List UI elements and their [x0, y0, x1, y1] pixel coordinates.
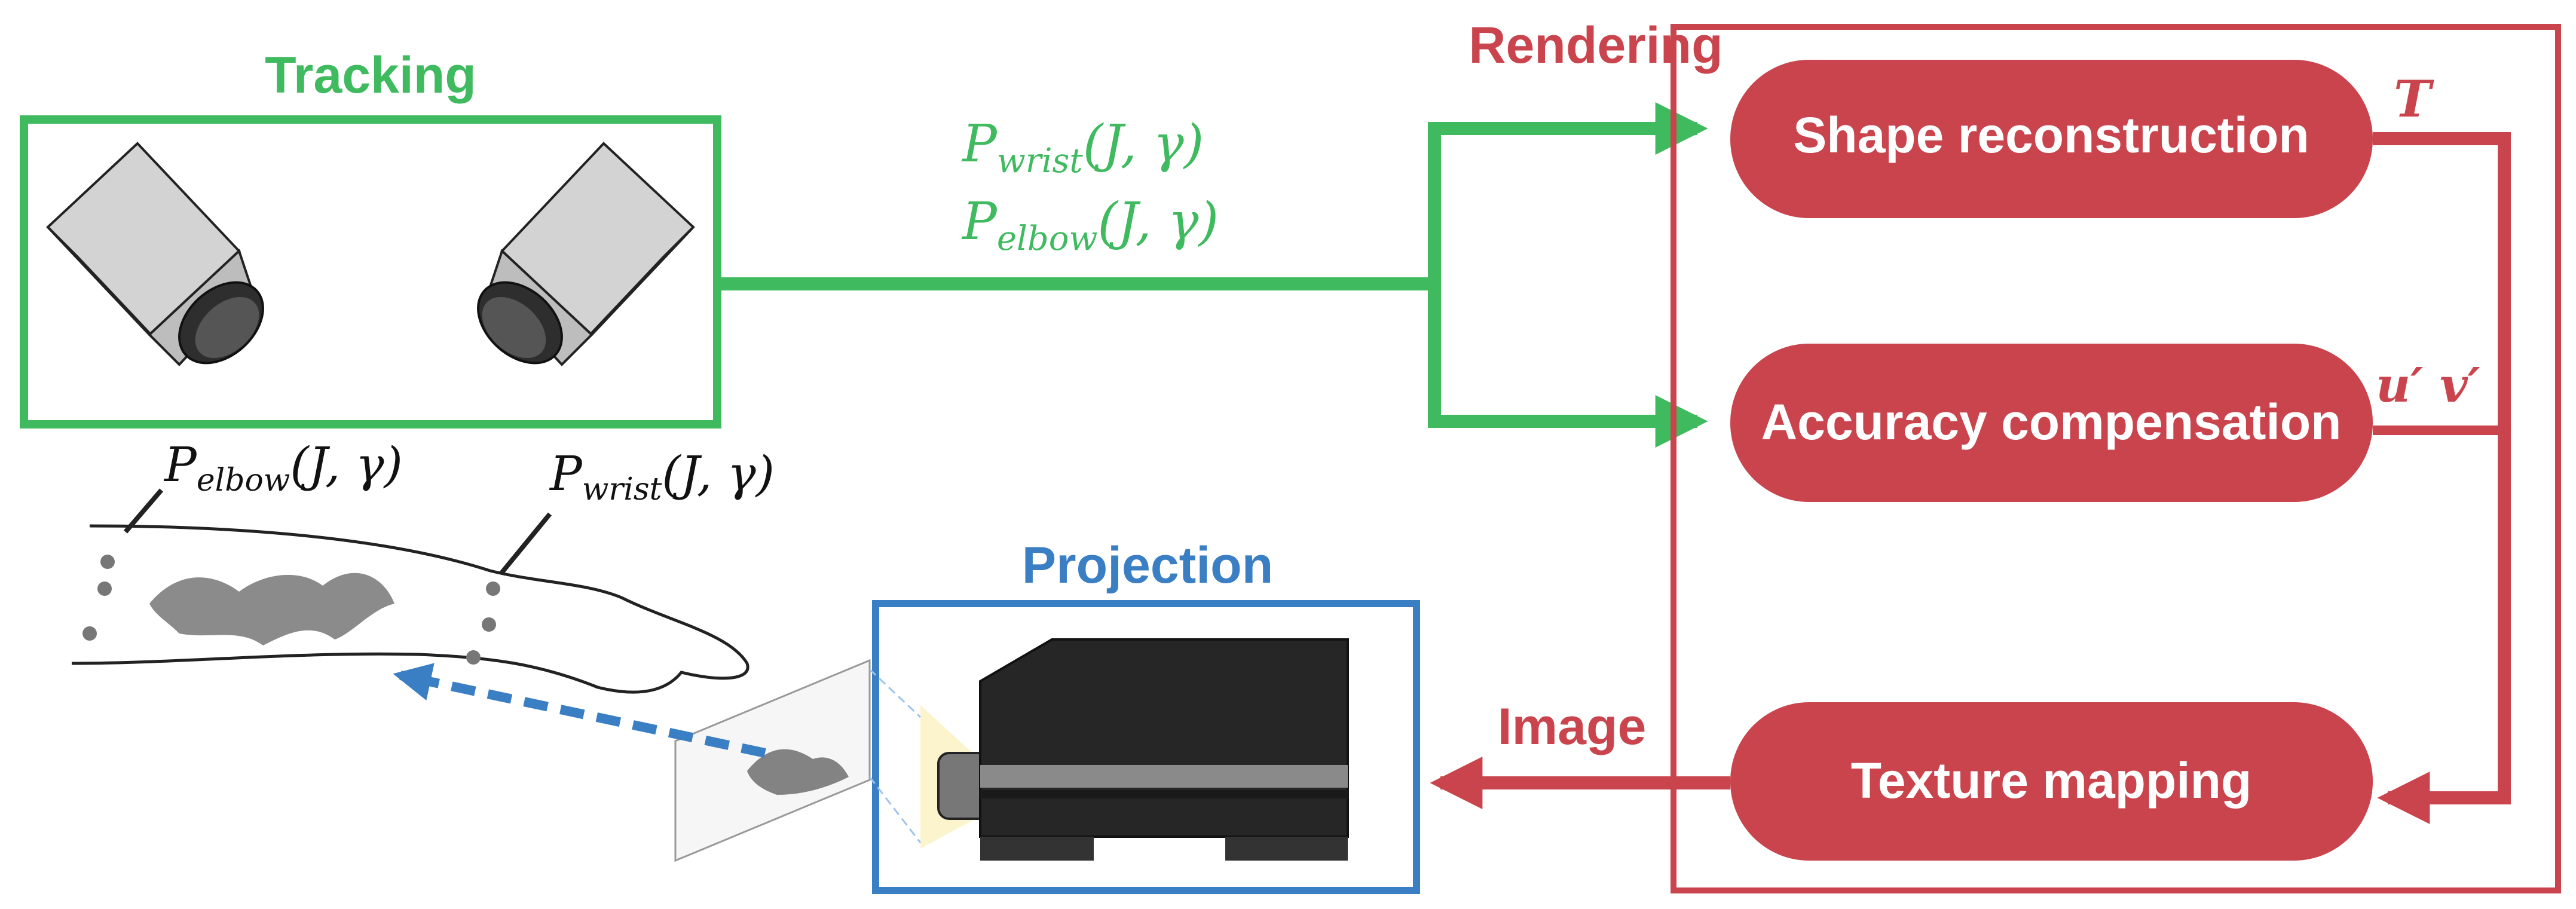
elbow-param-P: P: [961, 192, 998, 252]
edge-to-shape-reconstruction: [1428, 102, 1708, 284]
edge-shape-to-texture: [2373, 132, 2511, 824]
tracking-to-rendering-edges: Pwrist(J, γ) Pelbow(J, γ): [721, 102, 1708, 448]
elbow-param-args: (J, γ): [1097, 192, 1219, 252]
projection-ray: [393, 663, 766, 758]
output-T-label: T: [2394, 69, 2434, 128]
node-label: Texture mapping: [1851, 752, 2252, 809]
arm-elbow-P: P: [163, 437, 197, 492]
elbow-param-label: Pelbow(J, γ): [961, 192, 1219, 258]
camera-icon: [46, 142, 264, 366]
wrist-param-P: P: [961, 114, 998, 174]
tracking-group: Tracking: [20, 47, 721, 429]
projection-box: [872, 600, 1420, 894]
arm-elbow-sub: elbow: [197, 463, 290, 498]
node-texture-mapping: Texture mapping: [1730, 702, 2373, 861]
rendering-group: Rendering Shape reconstruction Accuracy …: [1430, 17, 2561, 893]
arm-wrist-P: P: [549, 446, 583, 501]
tracking-title: Tracking: [265, 47, 476, 104]
node-label: Accuracy compensation: [1761, 394, 2341, 450]
forearm-tattoo-icon: Pelbow(J, γ) Pwrist(J, γ): [71, 437, 922, 862]
tracking-box: [20, 115, 721, 429]
elbow-param-sub: elbow: [997, 219, 1098, 258]
projector-icon: [920, 638, 1349, 861]
arm-wrist-sub: wrist: [582, 472, 662, 507]
wrist-param-label: Pwrist(J, γ): [961, 114, 1204, 180]
wrist-param-args: (J, γ): [1083, 114, 1204, 174]
wrist-param-sub: wrist: [997, 142, 1083, 180]
node-accuracy-compensation: Accuracy compensation: [1730, 344, 2373, 502]
projection-group: Projection: [872, 537, 1420, 894]
arm-wrist-label: Pwrist(J, γ): [549, 446, 775, 507]
node-label: Shape reconstruction: [1793, 107, 2309, 163]
edge-to-accuracy-compensation: [1428, 284, 1708, 448]
node-shape-reconstruction: Shape reconstruction: [1730, 60, 2373, 218]
image-label: Image: [1498, 698, 1647, 755]
projection-title: Projection: [1022, 537, 1274, 594]
arm-wrist-args: (J, γ): [662, 446, 774, 501]
arm-elbow-args: (J, γ): [290, 437, 402, 492]
output-uv-label: u′ v′: [2376, 357, 2480, 413]
projection-screen: [674, 659, 922, 862]
arm-elbow-label: Pelbow(J, γ): [163, 437, 403, 498]
rendering-box: [1671, 24, 2561, 893]
camera-icon: [477, 142, 695, 366]
